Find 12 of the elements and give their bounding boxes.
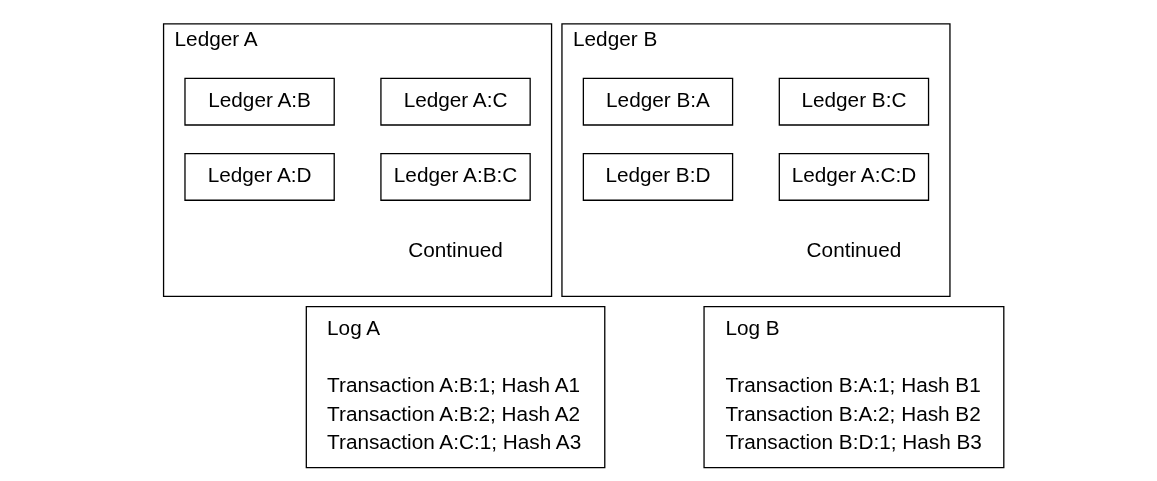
node-box: Ledger B:A (582, 77, 734, 126)
node-box: Ledger A:B (184, 77, 335, 126)
node-box: Log A Transaction A:B:1; Hash A1 Transaction A:B:2; Hash A2 Transaction A:C:1; Hash A3 (305, 306, 606, 469)
node-box: Log B Transaction B:A:1; Hash B1 Transaction B:A:2; Hash B2 Transaction B:D:1; Hash B3 (703, 306, 1005, 469)
label: Continued (806, 238, 902, 262)
node-box: Ledger A:C:D (778, 152, 930, 201)
node-box: Ledger B:D (582, 152, 734, 201)
node-box: Ledger A:C (380, 77, 531, 126)
node-box: Ledger A:B:C (380, 152, 531, 201)
node-box: Ledger B:C (778, 77, 930, 126)
label: Continued (408, 238, 503, 262)
node-box: Ledger A:D (184, 152, 335, 201)
